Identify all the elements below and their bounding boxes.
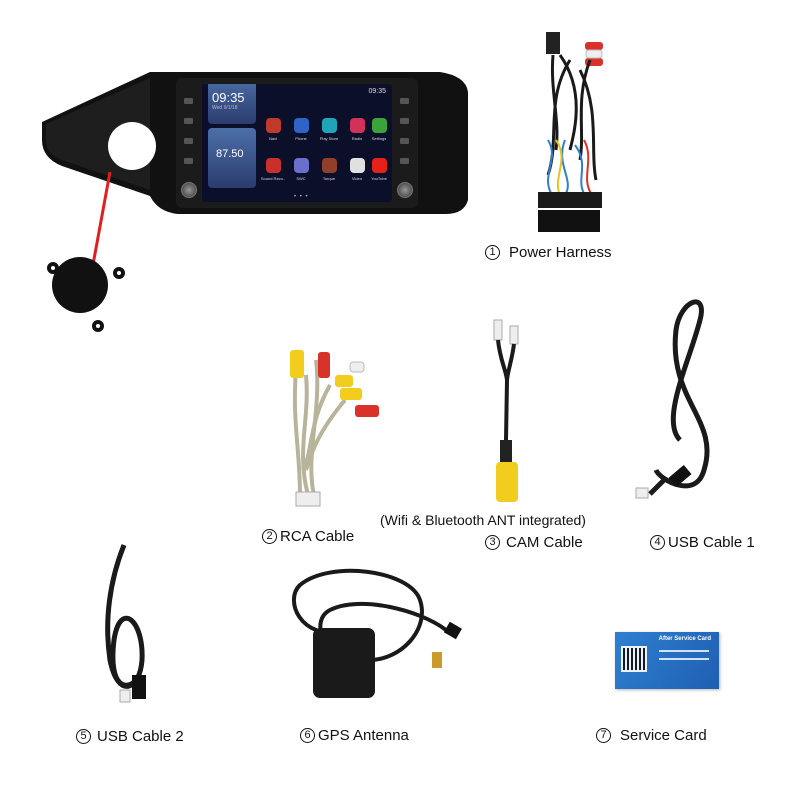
torque-icon[interactable] bbox=[322, 158, 337, 173]
qr-code-icon bbox=[621, 646, 647, 672]
usb-cable-1-image bbox=[648, 299, 710, 496]
status-time: 09:35 bbox=[368, 88, 386, 95]
play-store-icon[interactable] bbox=[322, 118, 337, 133]
service-card-title: After Service Card bbox=[658, 636, 711, 642]
item-label-cam-cable: 3 CAM Cable bbox=[485, 534, 583, 551]
item-number: 5 bbox=[76, 729, 91, 744]
card-line bbox=[659, 658, 709, 660]
cam-cable-image bbox=[493, 319, 519, 502]
card-line bbox=[659, 650, 709, 652]
power-harness-image bbox=[538, 32, 603, 232]
item-label-text: USB Cable 2 bbox=[97, 728, 184, 745]
wifi-bt-note: (Wifi & Bluetooth ANT integrated) bbox=[380, 512, 586, 528]
side-button-left-4[interactable] bbox=[184, 158, 193, 164]
app-label-settings: Settings bbox=[371, 136, 387, 141]
app-label-video: Video bbox=[351, 176, 363, 181]
clock: 09:35 bbox=[212, 90, 245, 105]
video-icon[interactable] bbox=[350, 158, 365, 173]
phone-icon[interactable] bbox=[294, 118, 309, 133]
side-button-right-4[interactable] bbox=[400, 158, 409, 164]
usb-cable-2-image bbox=[105, 544, 145, 689]
volume-knob[interactable] bbox=[181, 182, 197, 198]
app-label-navi: Navi bbox=[268, 136, 277, 141]
item-label-text: USB Cable 1 bbox=[668, 534, 755, 551]
app-label-phone: Phone bbox=[295, 136, 307, 141]
side-button-left-3[interactable] bbox=[184, 138, 193, 144]
item-number: 4 bbox=[650, 535, 665, 550]
item-label-text: RCA Cable bbox=[280, 528, 355, 545]
item-label-rca-cable: 2 RCA Cable bbox=[262, 528, 354, 545]
item-number: 7 bbox=[596, 728, 611, 743]
side-button-left-1[interactable] bbox=[184, 98, 193, 104]
navi-icon[interactable] bbox=[266, 118, 281, 133]
side-button-right-2[interactable] bbox=[400, 118, 409, 124]
app-label-play-store: Play Store bbox=[319, 136, 339, 141]
side-button-right-1[interactable] bbox=[400, 98, 409, 104]
item-number: 2 bbox=[262, 529, 277, 544]
item-label-gps-antenna: 6 GPS Antenna bbox=[300, 727, 409, 744]
settings-icon[interactable] bbox=[372, 118, 387, 133]
item-label-service-card: 7 Service Card bbox=[596, 727, 707, 744]
app-label-radio: Radio bbox=[351, 136, 363, 141]
app-label-torque: Torque bbox=[322, 176, 336, 181]
gps-antenna-image bbox=[291, 568, 462, 698]
radio-frequency: 87.50 bbox=[216, 148, 244, 160]
youtube-icon[interactable] bbox=[372, 158, 387, 173]
item-label-text: GPS Antenna bbox=[318, 727, 409, 744]
side-button-left-2[interactable] bbox=[184, 118, 193, 124]
radio-widget bbox=[208, 84, 256, 124]
page-dots: • • • bbox=[294, 194, 309, 200]
item-label-usb-cable-2: 5 USB Cable 2 bbox=[76, 728, 184, 745]
service-card-image: After Service Card bbox=[615, 632, 719, 689]
item-label-usb-cable-1: 4 USB Cable 1 bbox=[650, 534, 755, 551]
item-label-power-harness: 1 Power Harness bbox=[485, 244, 612, 261]
item-number: 6 bbox=[300, 728, 315, 743]
app-label-youtube: YouTube bbox=[371, 176, 387, 181]
radio-card bbox=[208, 128, 256, 188]
app-label-sound-reco: Sound Reco.. bbox=[260, 176, 286, 181]
date: Wed 9/1/18 bbox=[212, 105, 238, 111]
item-label-text: Power Harness bbox=[509, 244, 612, 261]
item-label-text: Service Card bbox=[620, 727, 707, 744]
radio-icon[interactable] bbox=[350, 118, 365, 133]
app-label-swc: SWC bbox=[296, 176, 306, 181]
tune-knob[interactable] bbox=[397, 182, 413, 198]
sound-reco-icon[interactable] bbox=[266, 158, 281, 173]
rca-cable-image bbox=[290, 350, 379, 507]
item-label-text: CAM Cable bbox=[506, 534, 583, 551]
side-button-right-3[interactable] bbox=[400, 138, 409, 144]
swc-icon[interactable] bbox=[294, 158, 309, 173]
head-unit-screen: 09:35 09:35 Wed 9/1/18 87.50 Navi Phone … bbox=[202, 84, 392, 202]
item-number: 1 bbox=[485, 245, 500, 260]
item-number: 3 bbox=[485, 535, 500, 550]
